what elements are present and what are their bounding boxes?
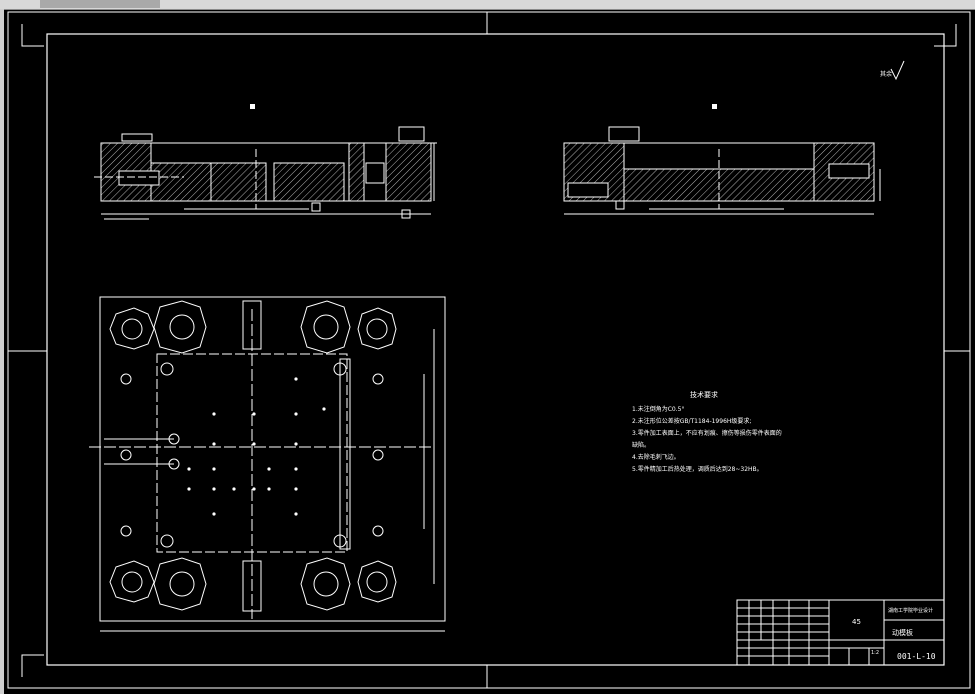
drawing-number: 001-L-10: [897, 652, 936, 661]
left-edge: [0, 9, 4, 694]
svg-text:2.未注形位公差按GB/T1184-1996H级要求;: 2.未注形位公差按GB/T1184-1996H级要求;: [632, 417, 751, 425]
left-section-view: [94, 126, 437, 220]
part-name: 动模板: [892, 628, 913, 637]
section-marker-right: [712, 104, 717, 109]
right-section-view: [563, 126, 881, 215]
centering-marks: [8, 12, 970, 688]
scale-value: 1:2: [871, 650, 879, 656]
svg-text:技术要求: 技术要求: [690, 390, 718, 399]
outer-sheet-border: [7, 11, 971, 689]
svg-text:缺陷。: 缺陷。: [632, 441, 650, 449]
svg-text:5.零件精加工后热处理，调质后达到28~32HB。: 5.零件精加工后热处理，调质后达到28~32HB。: [632, 465, 763, 473]
technical-requirements: 技术要求 1.未注倒角为C0.5° 2.未注形位公差按GB/T1184-1996…: [632, 390, 782, 473]
title-block: [736, 599, 945, 666]
plan-view-dots: [187, 377, 326, 516]
school-name: 湖南工学院毕业设计: [888, 607, 933, 614]
window-titlebar: [0, 0, 975, 10]
window-caption: [40, 0, 160, 8]
material-value: 45: [852, 618, 861, 626]
cad-drawing-canvas: 其余: [7, 11, 971, 689]
svg-text:其余: 其余: [880, 70, 892, 78]
roughness-symbol: 其余: [880, 60, 905, 81]
svg-text:3.零件加工表面上，不应有划痕、擦伤等损伤零件表面的: 3.零件加工表面上，不应有划痕、擦伤等损伤零件表面的: [632, 429, 782, 437]
plan-view: [89, 296, 446, 632]
section-marker-left: [250, 104, 255, 109]
svg-text:4.去除毛刺飞边。: 4.去除毛刺飞边。: [632, 453, 680, 461]
inner-drawing-frame: [46, 33, 945, 666]
svg-text:1.未注倒角为C0.5°: 1.未注倒角为C0.5°: [632, 405, 684, 413]
